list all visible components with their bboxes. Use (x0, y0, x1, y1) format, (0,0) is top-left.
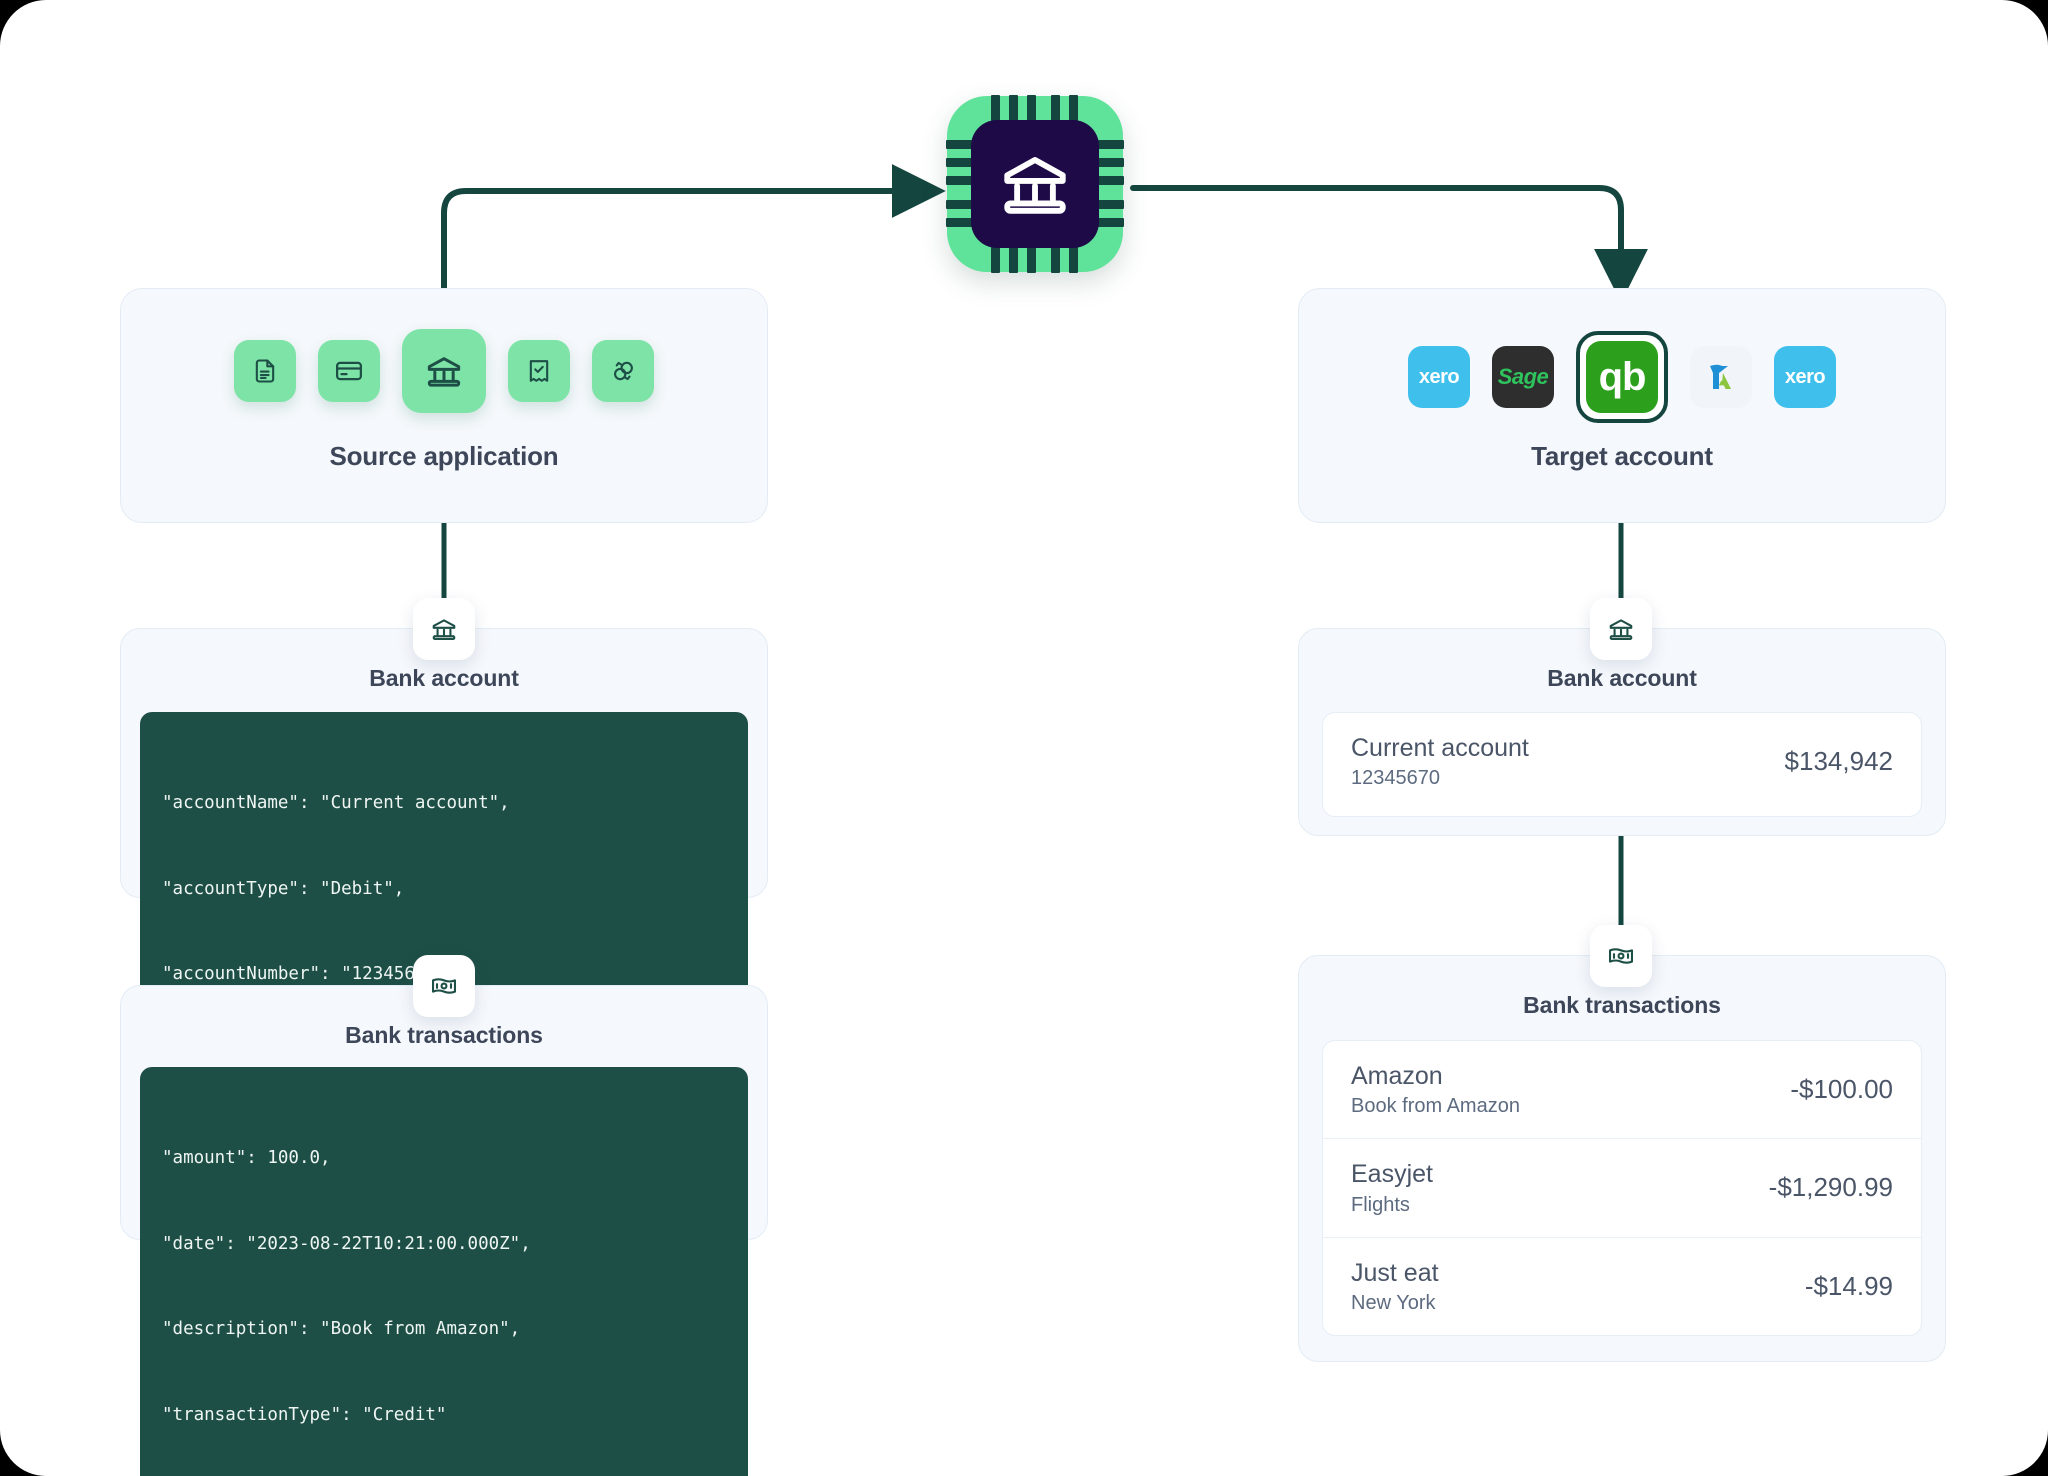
transaction-amount: -$14.99 (1804, 1270, 1893, 1301)
logo-sage[interactable]: Sage (1492, 346, 1554, 408)
target-account-title: Target account (1531, 441, 1713, 471)
source-application-panel: Source application (120, 288, 768, 523)
sync-refresh-icon (614, 361, 633, 381)
transaction-detail: Book from Amazon (1351, 1095, 1520, 1118)
source-tile-document[interactable] (234, 340, 296, 402)
account-balance: $134,942 (1784, 746, 1893, 777)
source-tiles (121, 329, 767, 413)
left-bank-account-badge (413, 598, 475, 660)
transaction-amount: -$1,290.99 (1768, 1172, 1893, 1203)
document-icon (255, 359, 275, 383)
transaction-merchant: Amazon (1351, 1062, 1443, 1090)
table-row[interactable]: Easyjet Flights -$1,290.99 (1323, 1138, 1921, 1236)
bank-icon (427, 357, 461, 387)
source-tile-credit-card[interactable] (318, 340, 380, 402)
logo-quickbooks-selected[interactable]: qb (1576, 331, 1668, 423)
bank-icon (432, 619, 456, 640)
transaction-info: Just eat New York (1351, 1258, 1439, 1315)
bank-icon (1004, 157, 1066, 214)
left-bank-account-title: Bank account (369, 665, 519, 691)
logo-xero-2-label: xero (1784, 365, 1826, 388)
logo-quickbooks: qb (1586, 341, 1658, 413)
logo-xero[interactable]: xero (1408, 346, 1470, 408)
transaction-merchant: Easyjet (1351, 1160, 1433, 1189)
transaction-detail: New York (1351, 1291, 1436, 1314)
transaction-info: Amazon Book from Amazon (1351, 1061, 1520, 1118)
logo-freeagent[interactable] (1690, 346, 1752, 408)
right-bank-transactions-title: Bank transactions (1523, 992, 1721, 1018)
transaction-info: Easyjet Flights (1351, 1159, 1433, 1216)
code-line: "date": "2023-08-22T10:21:00.000Z", (162, 1233, 531, 1254)
left-bank-transactions-title: Bank transactions (345, 1022, 543, 1048)
chip-ticks (946, 95, 1124, 273)
receipt-check-icon (529, 360, 549, 382)
transaction-amount: -$100.00 (1790, 1074, 1893, 1105)
account-number: 12345670 (1351, 767, 1440, 790)
right-bank-account-title: Bank account (1547, 665, 1697, 691)
target-account-panel: xero Sage qb xero Target acco (1298, 288, 1946, 523)
code-line: "description": "Book from Amazon", (162, 1319, 521, 1339)
account-name: Current account (1351, 734, 1529, 762)
table-row[interactable]: Just eat New York -$14.99 (1323, 1236, 1921, 1335)
logo-quickbooks-label: qb (1598, 355, 1647, 399)
left-bank-transactions-badge (413, 955, 475, 1017)
transaction-merchant: Just eat (1351, 1258, 1439, 1287)
transaction-detail: Flights (1351, 1193, 1410, 1216)
bank-icon (1609, 619, 1633, 640)
target-account-card[interactable]: Current account 12345670 $134,942 (1322, 712, 1922, 817)
banknote-icon (1608, 948, 1634, 964)
banknote-icon (431, 978, 457, 994)
code-line: "amount": 100.0, (162, 1148, 331, 1168)
right-bank-transactions-badge (1590, 925, 1652, 987)
table-row[interactable]: Amazon Book from Amazon -$100.00 (1323, 1041, 1921, 1138)
chip-inner (971, 120, 1099, 248)
target-transactions-card[interactable]: Amazon Book from Amazon -$100.00 Easyjet… (1322, 1040, 1922, 1336)
source-tile-receipt[interactable] (508, 340, 570, 402)
right-bank-account-badge (1590, 598, 1652, 660)
source-application-title: Source application (329, 441, 559, 471)
freeagent-icon (1710, 364, 1731, 389)
source-tile-bank[interactable] (402, 329, 486, 413)
bank-chip-node (946, 95, 1124, 273)
left-bank-transactions-code: "amount": 100.0, "date": "2023-08-22T10:… (140, 1067, 748, 1476)
code-line: "accountName": "Current account", (162, 793, 510, 813)
credit-card-icon (336, 361, 362, 381)
account-row[interactable]: Current account 12345670 $134,942 (1323, 713, 1921, 810)
logo-xero-2[interactable]: xero (1774, 346, 1836, 408)
target-logos: xero Sage qb xero (1299, 331, 1945, 423)
code-line: "transactionType": "Credit" (162, 1404, 447, 1425)
logo-sage-label: Sage (1497, 364, 1549, 389)
logo-xero-label: xero (1418, 365, 1460, 388)
source-tile-sync[interactable] (592, 340, 654, 402)
account-info: Current account 12345670 (1351, 733, 1529, 790)
code-line: "accountType": "Debit", (162, 878, 405, 899)
